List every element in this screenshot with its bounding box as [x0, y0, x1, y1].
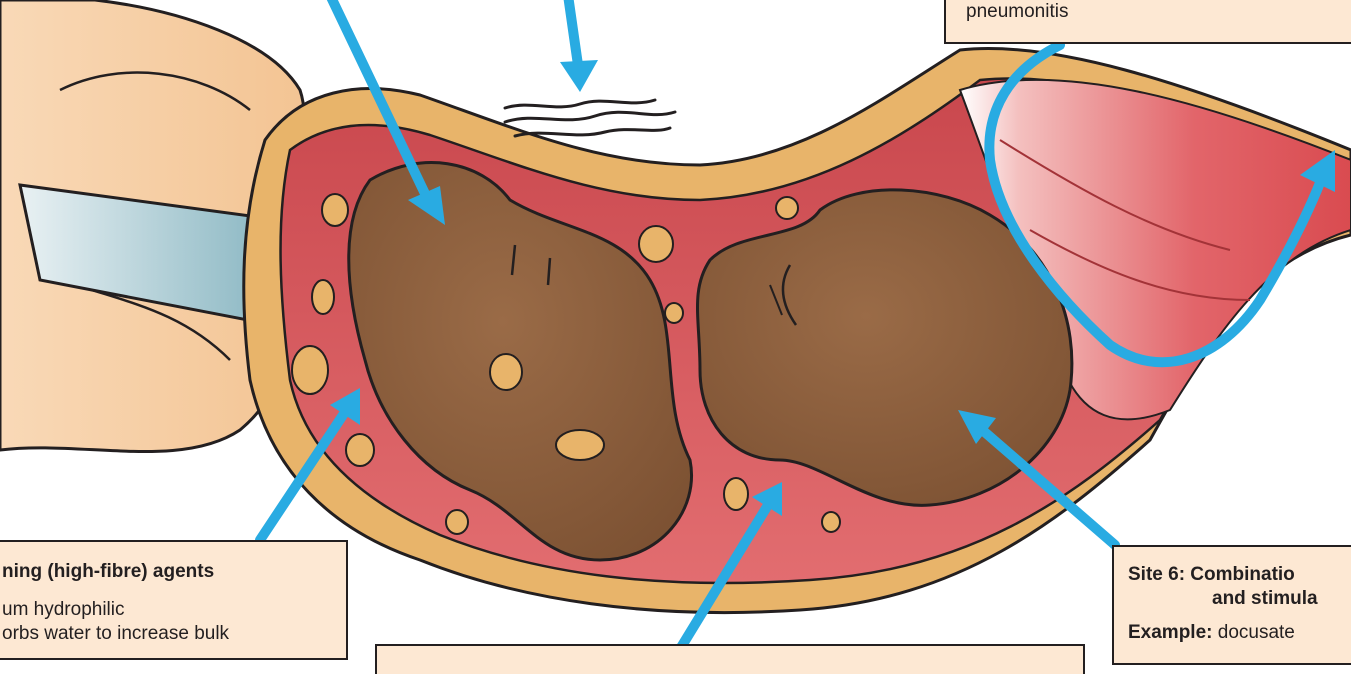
- site-label-box-bulk-forming: ning (high-fibre) agents um hydrophilic …: [0, 540, 348, 660]
- label-title-site-6-line2: and stimula: [1128, 587, 1351, 611]
- label-example-line: Example: docusate: [1128, 621, 1351, 645]
- example-label: Example:: [1128, 622, 1212, 643]
- label-text-pneumonitis: pneumonitis: [966, 0, 1351, 24]
- example-text: docusate: [1212, 622, 1294, 643]
- site-label-box-site-6: Site 6: Combinatio and stimula Example: …: [1112, 545, 1351, 665]
- label-title-site-6: Site 6: Combinatio: [1128, 563, 1351, 587]
- site-label-box-top-right: pneumonitis: [944, 0, 1351, 44]
- gas-waves-icon: [505, 100, 675, 136]
- label-title-bulk-forming: ning (high-fibre) agents: [2, 560, 346, 584]
- label-line-hydrophilic: um hydrophilic: [2, 598, 346, 622]
- label-line-absorbs-water: orbs water to increase bulk: [2, 622, 346, 646]
